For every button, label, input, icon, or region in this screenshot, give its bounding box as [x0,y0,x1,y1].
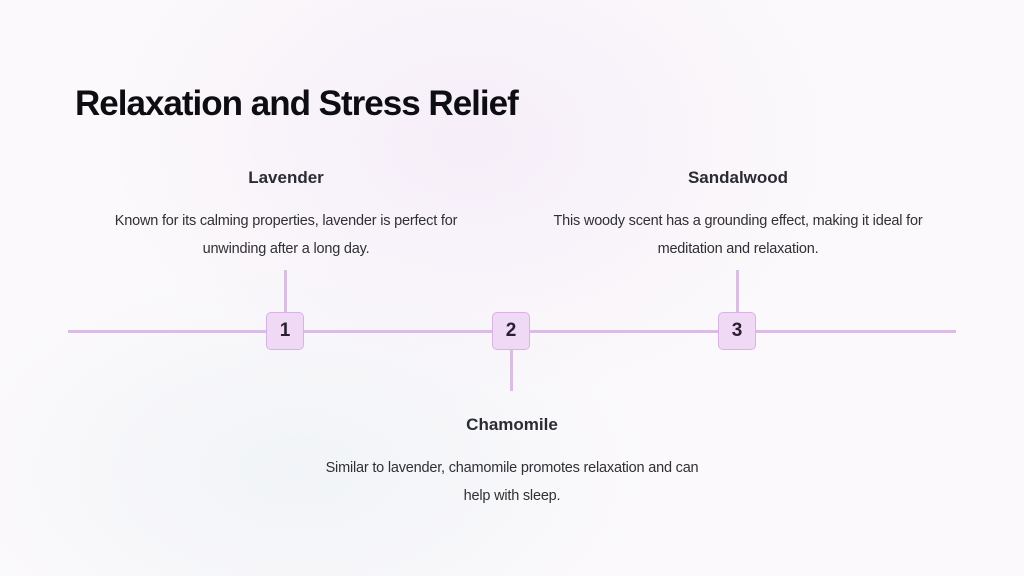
step-chamomile: Chamomile Similar to lavender, chamomile… [312,415,712,510]
step-title: Lavender [248,168,324,187]
step-lavender: Lavender Known for its calming propertie… [90,168,482,263]
connector-step-2 [510,350,513,391]
step-description: Known for its calming properties, lavend… [114,213,458,257]
step-description: This woody scent has a grounding effect,… [553,213,923,257]
step-description: Similar to lavender, chamomile promotes … [325,460,699,504]
step-marker-1: 1 [266,312,304,350]
connector-step-3 [736,270,739,312]
step-title: Sandalwood [687,168,789,187]
step-marker-2: 2 [492,312,530,350]
step-sandalwood: Sandalwood This woody scent has a ground… [542,168,934,263]
connector-step-1 [284,270,287,312]
slide-title: Relaxation and Stress Relief [75,84,519,123]
step-marker-3: 3 [718,312,756,350]
step-title: Chamomile [466,415,558,434]
